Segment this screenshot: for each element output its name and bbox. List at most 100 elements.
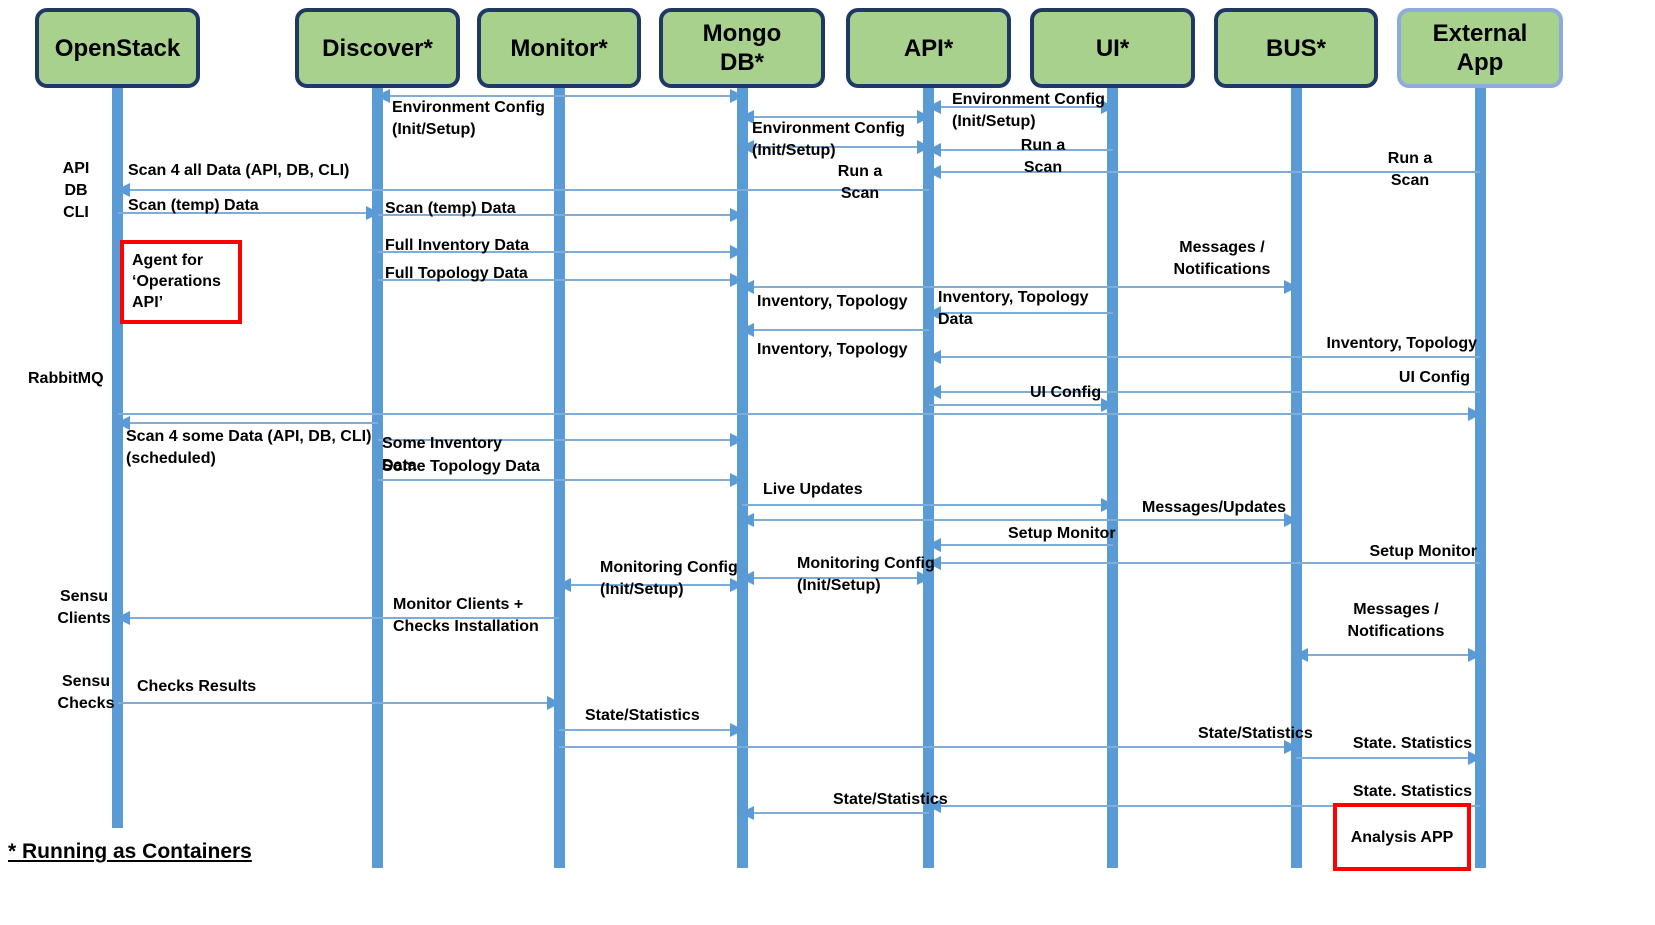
message-line — [928, 356, 1480, 358]
message-label: Monitoring Config (Init/Setup) — [797, 555, 935, 594]
message-label: Some Topology Data — [382, 458, 540, 475]
message-label: UI Config — [1030, 384, 1102, 401]
message-label: UI Config — [1398, 369, 1470, 386]
arrowhead-right-icon — [1468, 648, 1482, 662]
message-line — [928, 805, 1480, 807]
message-line — [377, 479, 742, 481]
message-line — [117, 413, 1480, 415]
message-label: Inventory, Topology — [757, 341, 908, 358]
message-label: State/Statistics — [1198, 725, 1313, 742]
arrowhead-right-icon — [730, 473, 744, 487]
actor-box-discover: Discover* — [295, 8, 460, 88]
arrowhead-right-icon — [365, 206, 380, 220]
agent-note: Agent for ‘Operations API’ — [120, 240, 242, 324]
message-line — [742, 146, 929, 148]
message-label: Live Updates — [763, 481, 863, 498]
message-line — [742, 329, 929, 331]
arrowhead-right-icon — [1100, 100, 1115, 114]
message-label: Environment Config (Init/Setup) — [392, 99, 545, 138]
message-label: Scan (temp) Data — [385, 200, 516, 217]
message-line — [1296, 654, 1480, 656]
message-label: Monitoring Config (Init/Setup) — [600, 559, 738, 598]
message-line — [559, 584, 742, 586]
lifeline-bus — [1290, 88, 1302, 868]
arrowhead-left-icon — [926, 385, 941, 399]
message-label: State. Statistics — [1352, 783, 1472, 800]
arrowhead-left-icon — [926, 143, 941, 157]
arrowhead-left-icon — [926, 100, 941, 114]
actor-box-openstack: OpenStack — [35, 8, 200, 88]
arrowhead-right-icon — [1468, 407, 1482, 421]
arrowhead-right-icon — [730, 89, 744, 103]
message-line — [117, 212, 378, 214]
arrowhead-right-icon — [730, 245, 744, 259]
message-line — [377, 214, 742, 216]
arrowhead-left-icon — [557, 578, 571, 592]
arrowhead-left-icon — [926, 556, 941, 570]
arrowhead-left-icon — [740, 806, 754, 820]
actor-box-api: API* — [846, 8, 1011, 88]
arrowhead-right-icon — [730, 578, 744, 592]
actor-box-bus: BUS* — [1214, 8, 1378, 88]
message-line — [377, 251, 742, 253]
message-line — [928, 562, 1480, 564]
message-line — [117, 617, 559, 619]
lifeline-openstack — [112, 88, 123, 828]
message-line — [928, 286, 1296, 288]
message-label: Scan 4 all Data (API, DB, CLI) — [128, 162, 350, 179]
message-label: Some Inventory Data — [382, 435, 503, 474]
message-label: Setup Monitor — [1369, 543, 1477, 560]
arrowhead-right-icon — [916, 571, 931, 585]
margin-label: Sensu Clients — [57, 588, 111, 627]
message-line — [117, 702, 559, 704]
message-line — [928, 106, 1113, 108]
lifeline-external — [1474, 88, 1486, 868]
actor-box-external: External App — [1397, 8, 1563, 88]
message-line — [742, 116, 929, 118]
message-label: Run a Scan — [1020, 137, 1066, 176]
message-line — [742, 812, 929, 814]
arrowhead-right-icon — [730, 723, 744, 737]
arrowhead-right-icon — [1100, 398, 1115, 412]
arrowhead-left-icon — [926, 799, 941, 813]
arrowhead-left-icon — [1294, 648, 1308, 662]
margin-label: API DB CLI — [62, 160, 90, 221]
lifeline-discover — [372, 88, 383, 868]
message-line — [117, 422, 378, 424]
actor-box-mongo: Mongo DB* — [659, 8, 825, 88]
message-label: Messages / Notifications — [1347, 601, 1445, 640]
message-line — [559, 729, 742, 731]
arrowhead-right-icon — [1468, 751, 1482, 765]
message-line — [928, 149, 1113, 151]
message-label: Environment Config (Init/Setup) — [952, 91, 1105, 130]
message-label: Full Inventory Data — [385, 237, 530, 254]
arrowhead-right-icon — [1284, 740, 1298, 754]
message-label: Inventory, Topology — [757, 293, 908, 310]
arrowhead-left-icon — [926, 350, 941, 364]
lifeline-monitor — [553, 88, 565, 868]
message-label: Scan 4 some Data (API, DB, CLI) (schedul… — [126, 428, 372, 467]
message-line — [377, 95, 742, 97]
arrowhead-left-icon — [115, 611, 130, 625]
arrowhead-left-icon — [926, 306, 941, 320]
arrowhead-left-icon — [115, 183, 130, 197]
footnote-running-as-containers: * Running as Containers — [8, 840, 252, 863]
arrowhead-left-icon — [740, 323, 754, 337]
message-line — [928, 312, 1113, 314]
message-label: State/Statistics — [585, 707, 700, 724]
arrowhead-left-icon — [740, 140, 754, 154]
arrowhead-left-icon — [926, 165, 941, 179]
message-line — [742, 519, 1296, 521]
lifeline-ui — [1107, 88, 1118, 868]
message-line — [742, 504, 1113, 506]
actor-box-monitor: Monitor* — [477, 8, 641, 88]
message-label: Checks Results — [137, 678, 257, 695]
message-label: Full Topology Data — [385, 265, 528, 282]
message-label: State/Statistics — [833, 791, 948, 808]
arrowhead-left-icon — [375, 89, 390, 103]
message-label: Messages / Notifications — [1173, 239, 1271, 278]
arrowhead-right-icon — [1100, 498, 1115, 512]
message-label: State. Statistics — [1352, 735, 1472, 752]
arrowhead-left-icon — [115, 416, 130, 430]
